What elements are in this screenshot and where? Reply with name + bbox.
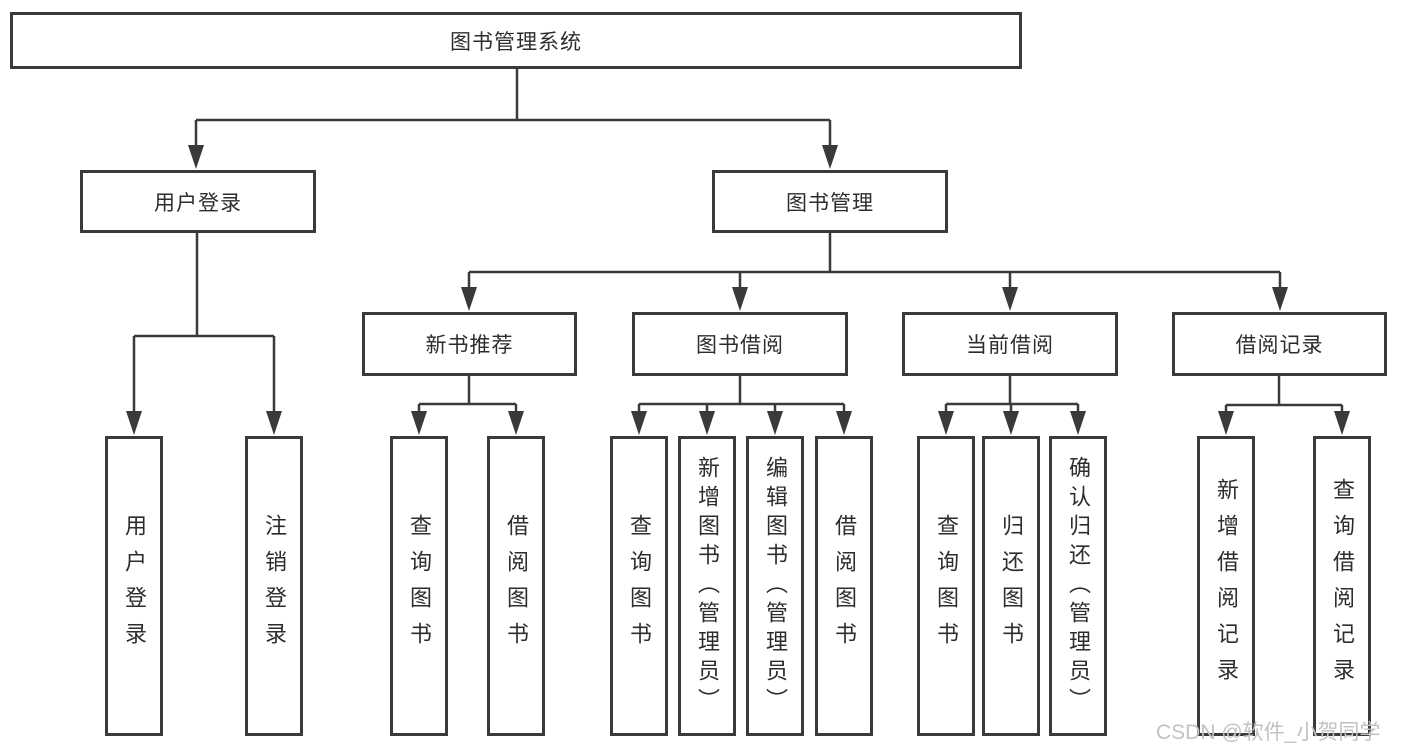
node-borrowing-records: 借阅记录 — [1172, 312, 1387, 376]
connector-strokes — [132, 68, 1344, 414]
leaf-borrow-books-recommend: 借阅图书 — [487, 436, 545, 736]
node-book-borrowing: 图书借阅 — [632, 312, 848, 376]
node-new-book-recommend: 新书推荐 — [362, 312, 577, 376]
leaf-add-borrow-record: 新增借阅记录 — [1197, 436, 1255, 736]
leaf-query-books-current: 查询图书 — [917, 436, 975, 736]
node-book-management-branch: 图书管理 — [712, 170, 948, 233]
leaf-query-books-borrow: 查询图书 — [610, 436, 668, 736]
leaf-return-books: 归还图书 — [982, 436, 1040, 736]
csdn-watermark: CSDN @软件_小贺同学 — [1156, 721, 1381, 744]
node-current-borrowing: 当前借阅 — [902, 312, 1118, 376]
leaf-edit-books-admin: 编辑图书（管理员） — [746, 436, 804, 736]
leaf-logout: 注销登录 — [245, 436, 303, 736]
leaf-borrow-books: 借阅图书 — [815, 436, 873, 736]
leaf-query-borrow-record: 查询借阅记录 — [1313, 436, 1371, 736]
node-root-system: 图书管理系统 — [10, 12, 1022, 69]
leaf-confirm-return-admin: 确认归还（管理员） — [1049, 436, 1107, 736]
leaf-add-books-admin: 新增图书（管理员） — [678, 436, 736, 736]
arrowheads — [126, 145, 1350, 435]
node-user-login-branch: 用户登录 — [80, 170, 316, 233]
leaf-query-books-recommend: 查询图书 — [390, 436, 448, 736]
leaf-user-login: 用户登录 — [105, 436, 163, 736]
